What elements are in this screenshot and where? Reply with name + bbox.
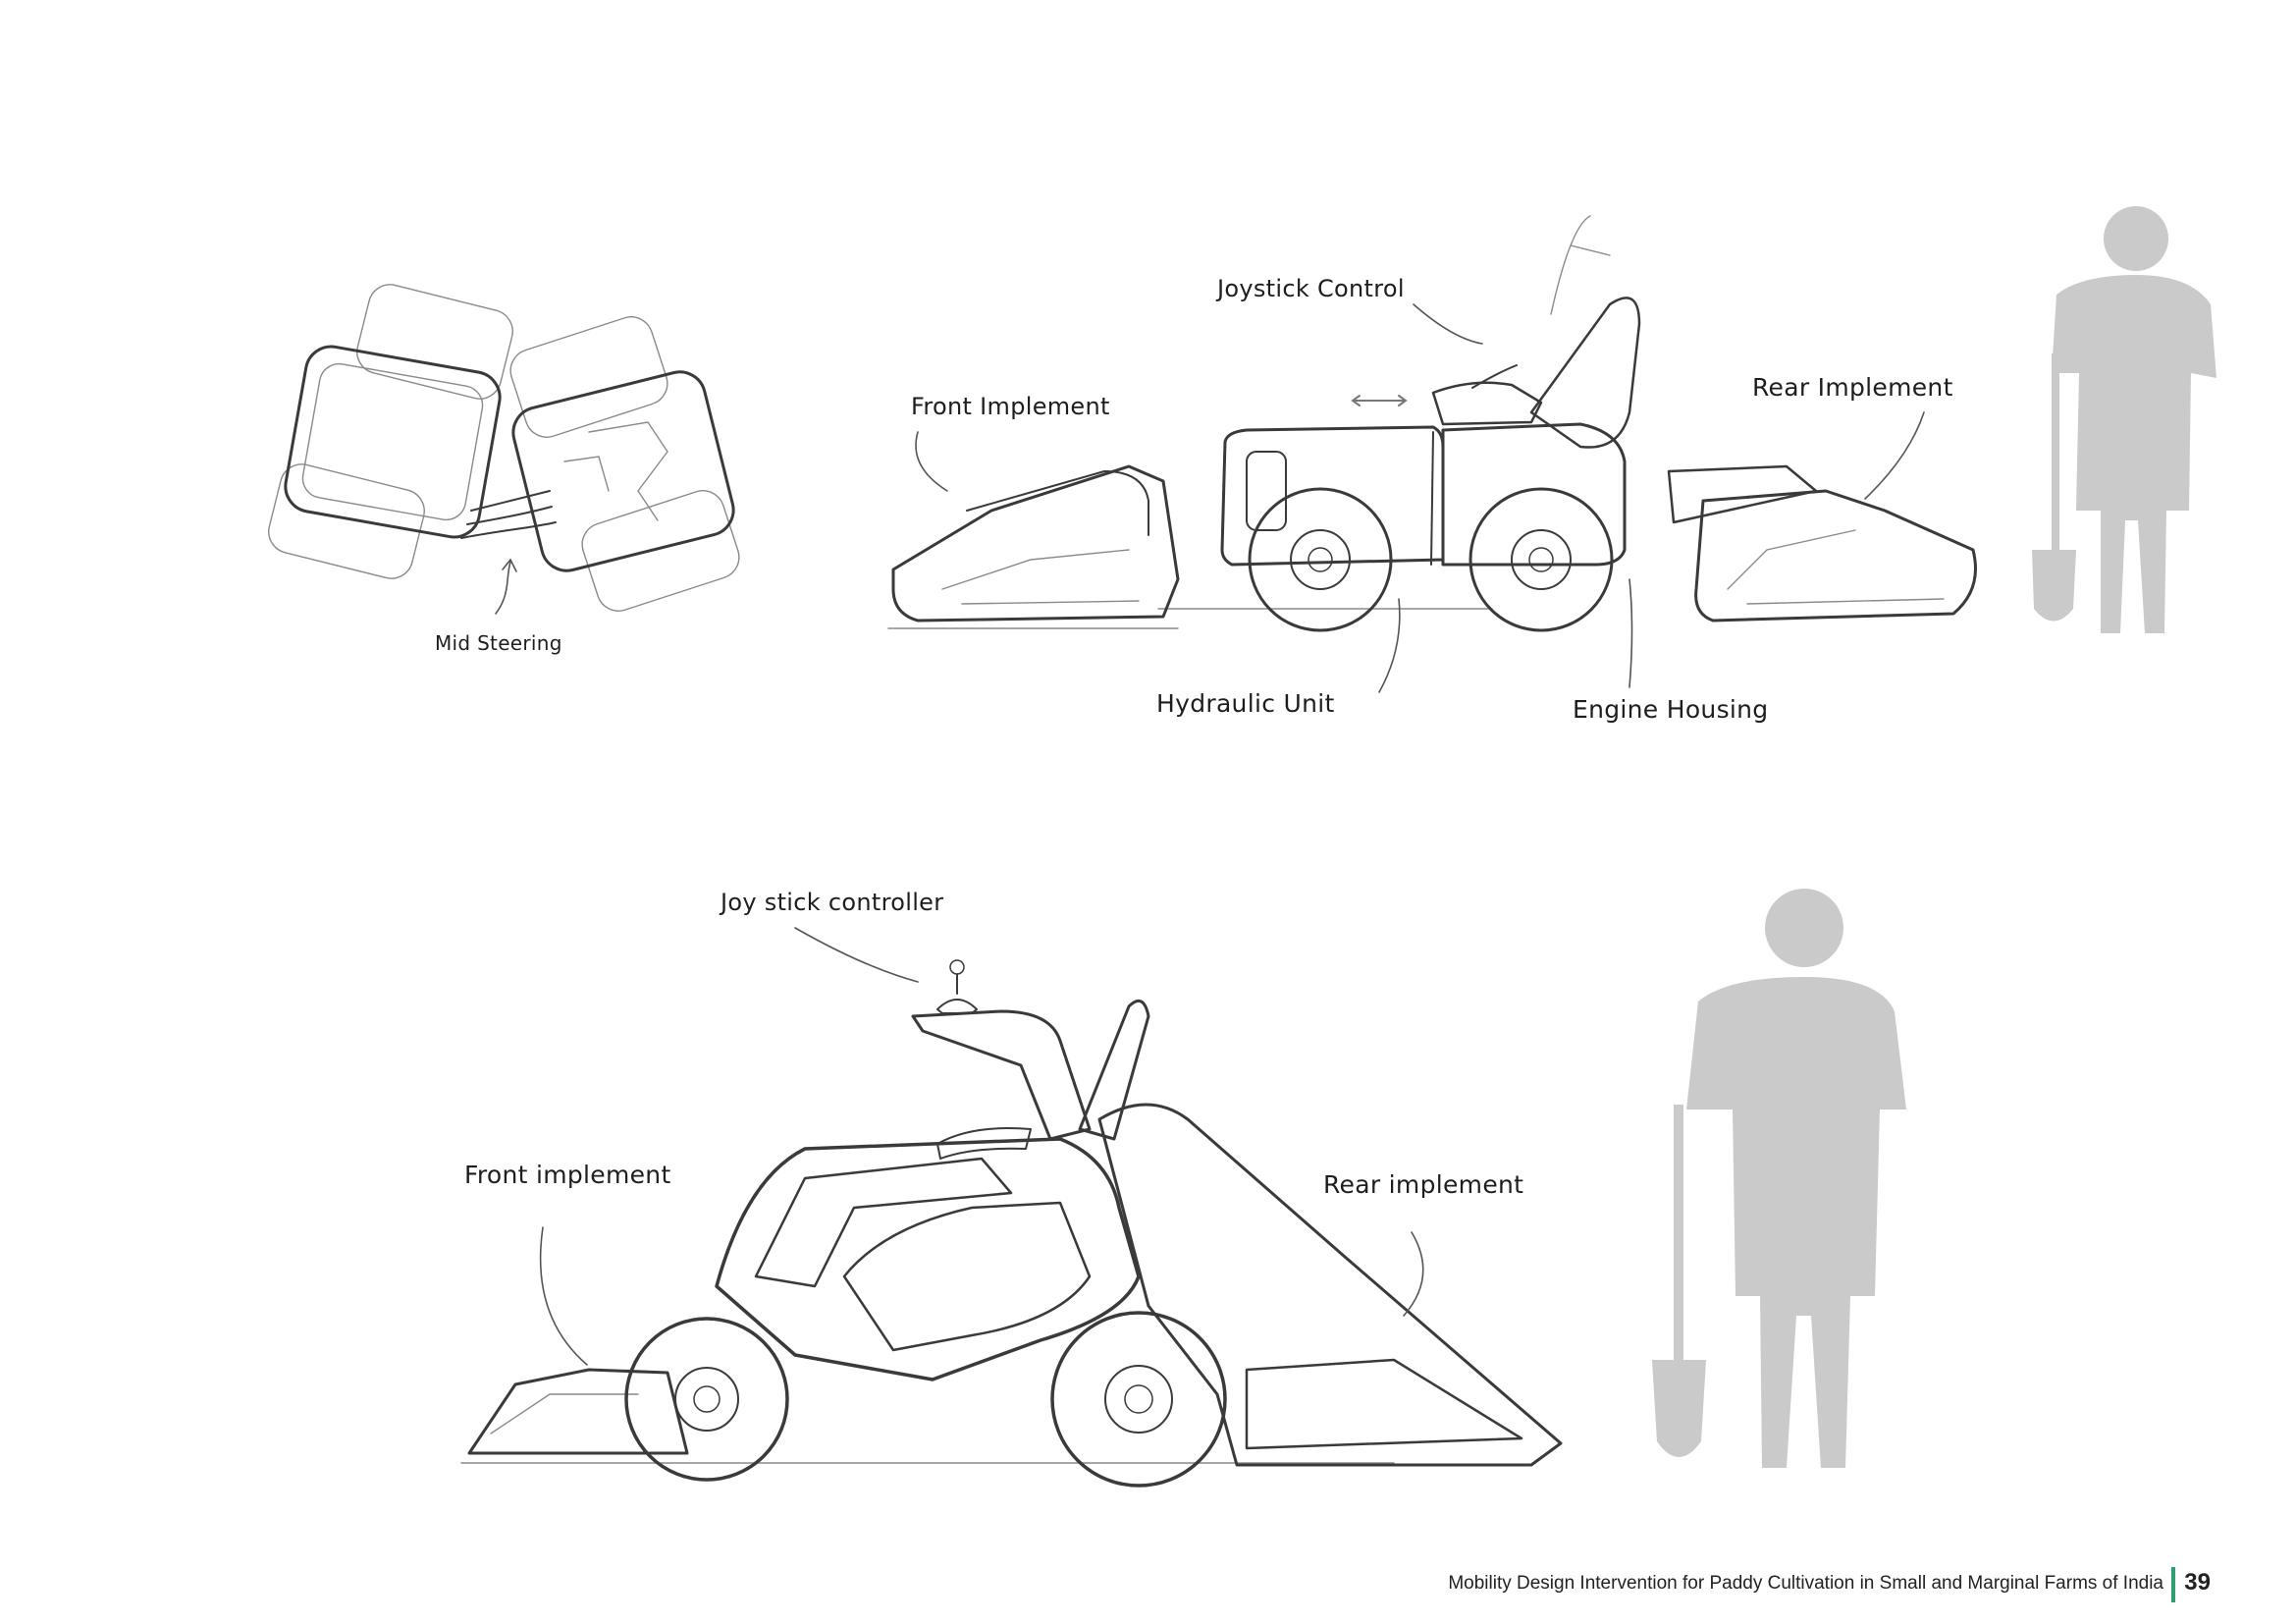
concept-two-sketch (460, 927, 1563, 1488)
farmer-silhouette-bottom (1652, 889, 1906, 1468)
front-chassis-block (284, 345, 502, 539)
tractor-wheels (1248, 487, 1614, 632)
page-footer: Mobility Design Intervention for Paddy C… (1276, 1565, 2218, 1604)
concept-two-wheels (624, 1311, 1227, 1488)
footer-accent-bar (2171, 1567, 2175, 1602)
label-joystick-control: Joystick Control (1217, 275, 1405, 302)
front-implement-sketch (891, 464, 1180, 623)
steering-wheels (268, 284, 740, 612)
label-front-implement-top: Front Implement (911, 393, 1110, 420)
label-hydraulic-unit: Hydraulic Unit (1156, 689, 1335, 718)
rear-implement-sketch (1667, 464, 1977, 623)
label-front-implement-bottom: Front implement (464, 1161, 671, 1189)
label-rear-implement-bottom: Rear implement (1323, 1170, 1524, 1199)
label-mid-steering: Mid Steering (435, 631, 562, 655)
label-rear-implement-top: Rear Implement (1752, 373, 1953, 402)
tractor-side-sketch (887, 215, 1977, 693)
label-joy-stick-controller: Joy stick controller (721, 889, 944, 916)
rear-chassis-block (511, 370, 735, 572)
label-engine-housing: Engine Housing (1573, 695, 1769, 724)
page-number: 39 (2184, 1569, 2211, 1596)
footer-title: Mobility Design Intervention for Paddy C… (1448, 1573, 2163, 1594)
farmer-silhouette-top (2032, 206, 2216, 633)
